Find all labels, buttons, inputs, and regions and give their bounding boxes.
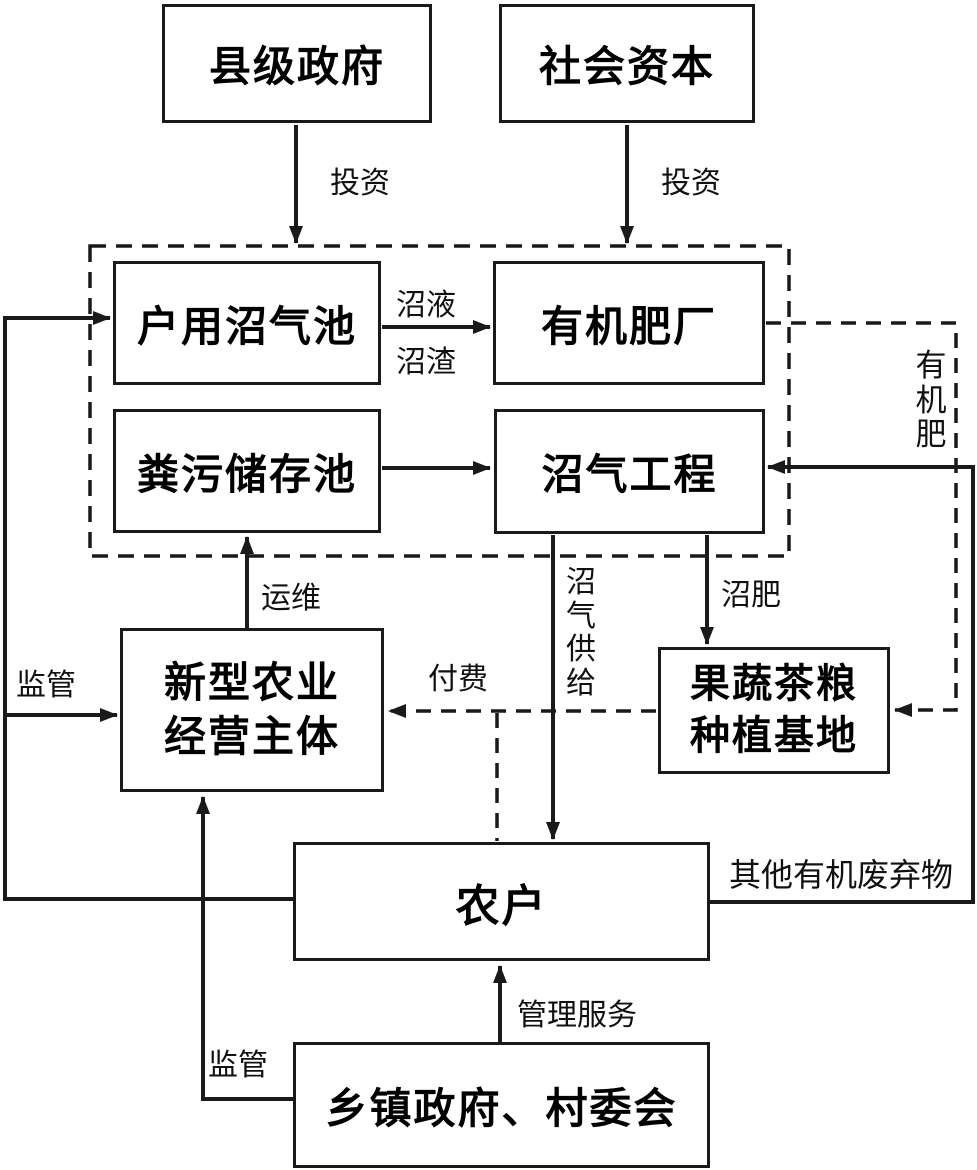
arrow-organic-fertilizer-dashed xyxy=(766,321,958,717)
box-new-agri-business-entity: 新型农业 经营主体 xyxy=(120,628,384,792)
box-social-capital-label: 社会资本 xyxy=(538,43,715,90)
box-household-biogas-pool: 户用沼气池 xyxy=(113,261,381,385)
box-township-government-village-committee: 乡镇政府、村委会 xyxy=(293,1042,710,1168)
box-social-capital: 社会资本 xyxy=(499,4,755,123)
box-biogas-project-label: 沼气工程 xyxy=(541,451,718,498)
label-operation-maintenance: 运维 xyxy=(261,582,321,615)
box-planting-base: 果蔬茶粮 种植基地 xyxy=(658,647,890,774)
label-organic-fertilizer: 有机肥 xyxy=(915,348,947,453)
box-farmers: 农户 xyxy=(293,842,710,961)
box-organic-fertilizer-plant-label: 有机肥厂 xyxy=(540,302,717,350)
box-new-agri-business-entity-line2: 经营主体 xyxy=(163,713,340,760)
box-biogas-project: 沼气工程 xyxy=(494,409,765,534)
box-organic-fertilizer-plant: 有机肥厂 xyxy=(493,261,765,385)
box-township-government-village-committee-label: 乡镇政府、村委会 xyxy=(325,1084,678,1132)
label-biogas-supply: 沼气供给 xyxy=(566,566,596,700)
box-new-agri-business-entity-line1: 新型农业 xyxy=(163,659,340,707)
dashed-group-border xyxy=(88,244,791,558)
box-planting-base-line1: 果蔬茶粮 xyxy=(690,662,858,707)
box-county-government-label: 县级政府 xyxy=(208,43,385,90)
arrow-other-waste-to-project xyxy=(710,460,975,904)
label-supervision-bottom: 监管 xyxy=(208,1049,268,1082)
box-county-government: 县级政府 xyxy=(162,4,432,123)
box-farmers-label: 农户 xyxy=(455,881,548,931)
label-biogas-manure: 沼肥 xyxy=(721,579,781,612)
label-other-organic-waste: 其他有机废弃物 xyxy=(729,857,954,893)
label-payment: 付费 xyxy=(428,663,488,696)
box-household-biogas-pool-label: 户用沼气池 xyxy=(136,302,357,350)
label-invest-right: 投资 xyxy=(661,167,721,200)
arrow-farmers-to-household-pool xyxy=(3,311,293,901)
label-biogas-slurry: 沼液 xyxy=(396,289,456,322)
label-biogas-residue: 沼渣 xyxy=(396,346,456,379)
label-management-service: 管理服务 xyxy=(517,999,637,1032)
box-manure-storage-pool: 粪污储存池 xyxy=(113,409,381,533)
label-invest-left: 投资 xyxy=(330,167,390,200)
box-manure-storage-pool-label: 粪污储存池 xyxy=(136,450,357,498)
box-planting-base-line2: 种植基地 xyxy=(690,713,858,758)
label-supervision-left: 监管 xyxy=(16,669,76,702)
arrow-township-supervision xyxy=(196,796,293,1101)
